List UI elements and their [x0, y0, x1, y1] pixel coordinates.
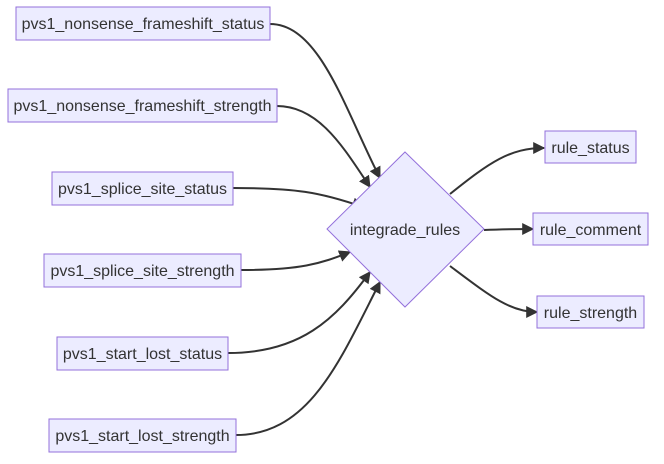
node-label: pvs1_splice_site_strength: [50, 263, 234, 280]
edge-rule-strength: [449, 265, 539, 318]
node-rule-strength: rule_strength: [536, 295, 645, 329]
node-label: rule_status: [551, 140, 629, 157]
node-label: rule_comment: [540, 222, 642, 239]
edge-nonsense-frameshift-strength: [276, 105, 371, 188]
node-pvs1-nonsense-frameshift-strength: pvs1_nonsense_frameshift_strength: [7, 88, 278, 123]
node-label: rule_strength: [544, 305, 637, 322]
node-label: pvs1_nonsense_frameshift_strength: [14, 98, 272, 115]
node-pvs1-start-lost-strength: pvs1_start_lost_strength: [48, 418, 237, 453]
node-label: pvs1_nonsense_frameshift_status: [22, 16, 265, 33]
edge-rule-status: [449, 142, 546, 195]
node-label: pvs1_start_lost_status: [63, 346, 222, 363]
node-rule-comment: rule_comment: [532, 212, 649, 246]
decision-node-integrade-rules: integrade_rules: [326, 151, 485, 308]
edge-start-lost-strength: [235, 280, 381, 436]
edge-splice-site-status: [232, 187, 365, 210]
node-pvs1-nonsense-frameshift-status: pvs1_nonsense_frameshift_status: [15, 6, 271, 41]
edge-nonsense-frameshift-status: [269, 23, 381, 180]
node-label: pvs1_splice_site_status: [58, 181, 227, 198]
node-pvs1-start-lost-status: pvs1_start_lost_status: [56, 336, 229, 371]
node-label: pvs1_start_lost_strength: [55, 428, 229, 445]
edge-splice-site-strength: [240, 250, 352, 271]
node-rule-status: rule_status: [544, 130, 637, 164]
decision-label: integrade_rules: [350, 222, 460, 239]
node-pvs1-splice-site-status: pvs1_splice_site_status: [51, 171, 234, 206]
edge-start-lost-status: [227, 271, 371, 354]
node-pvs1-splice-site-strength: pvs1_splice_site_strength: [43, 253, 242, 288]
edge-rule-comment: [483, 223, 535, 236]
